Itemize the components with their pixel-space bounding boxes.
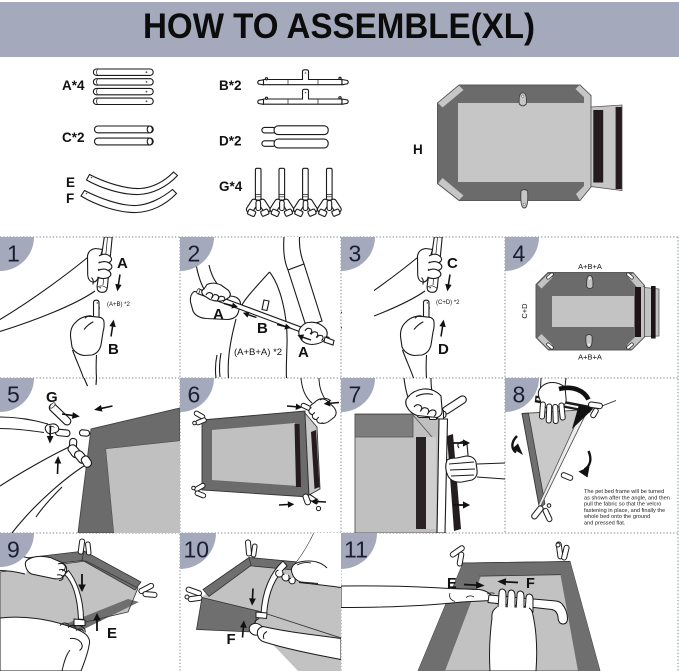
svg-text:F: F <box>66 191 74 206</box>
svg-text:D*2: D*2 <box>219 134 242 149</box>
svg-text:fastening in place, and finall: fastening in place, and finally the <box>584 508 665 514</box>
svg-text:A: A <box>213 306 224 323</box>
svg-text:2: 2 <box>188 241 201 267</box>
svg-text:F: F <box>227 631 236 648</box>
svg-text:11: 11 <box>344 537 368 563</box>
svg-text:as shown after the angle, and: as shown after the angle, and then <box>584 495 670 501</box>
svg-text:A+B+A: A+B+A <box>578 262 602 271</box>
svg-text:6: 6 <box>188 382 201 408</box>
svg-text:A: A <box>117 255 128 272</box>
svg-text:D: D <box>438 341 449 358</box>
svg-text:B: B <box>257 320 268 337</box>
svg-text:E: E <box>66 175 75 190</box>
svg-text:F: F <box>526 576 535 592</box>
svg-text:B*2: B*2 <box>219 78 242 93</box>
svg-text:4: 4 <box>513 241 526 267</box>
svg-text:E: E <box>107 625 117 642</box>
svg-text:(C+D) *2: (C+D) *2 <box>436 300 460 306</box>
svg-text:1: 1 <box>7 241 20 267</box>
svg-text:5: 5 <box>7 382 20 408</box>
svg-text:10: 10 <box>184 537 210 563</box>
svg-text:whole bed onto the ground: whole bed onto the ground <box>583 514 650 520</box>
svg-text:A+B+A: A+B+A <box>578 353 602 362</box>
svg-text:C+D: C+D <box>520 303 529 319</box>
svg-text:(A+B) *2: (A+B) *2 <box>107 302 131 308</box>
svg-text:G*4: G*4 <box>219 179 243 194</box>
svg-text:8: 8 <box>513 382 526 408</box>
svg-text:and pressed flat.: and pressed flat. <box>584 521 626 527</box>
svg-text:A*4: A*4 <box>62 78 85 93</box>
svg-text:G: G <box>46 389 58 406</box>
svg-text:7: 7 <box>349 382 362 408</box>
svg-text:9: 9 <box>7 537 20 563</box>
svg-text:C: C <box>447 255 458 272</box>
svg-text:3: 3 <box>349 241 362 267</box>
svg-text:pull the fabric so that the ve: pull the fabric so that the velcro <box>584 502 661 508</box>
svg-text:(A+B+A) *2: (A+B+A) *2 <box>234 347 282 358</box>
svg-text:B: B <box>108 341 119 358</box>
svg-text:C*2: C*2 <box>62 130 85 145</box>
svg-text:The pet bed frame will be turn: The pet bed frame will be turned <box>584 489 664 495</box>
svg-text:HOW TO ASSEMBLE(XL): HOW TO ASSEMBLE(XL) <box>143 7 535 46</box>
svg-text:E: E <box>447 576 457 592</box>
svg-text:H: H <box>413 142 423 157</box>
svg-text:A: A <box>298 344 309 361</box>
